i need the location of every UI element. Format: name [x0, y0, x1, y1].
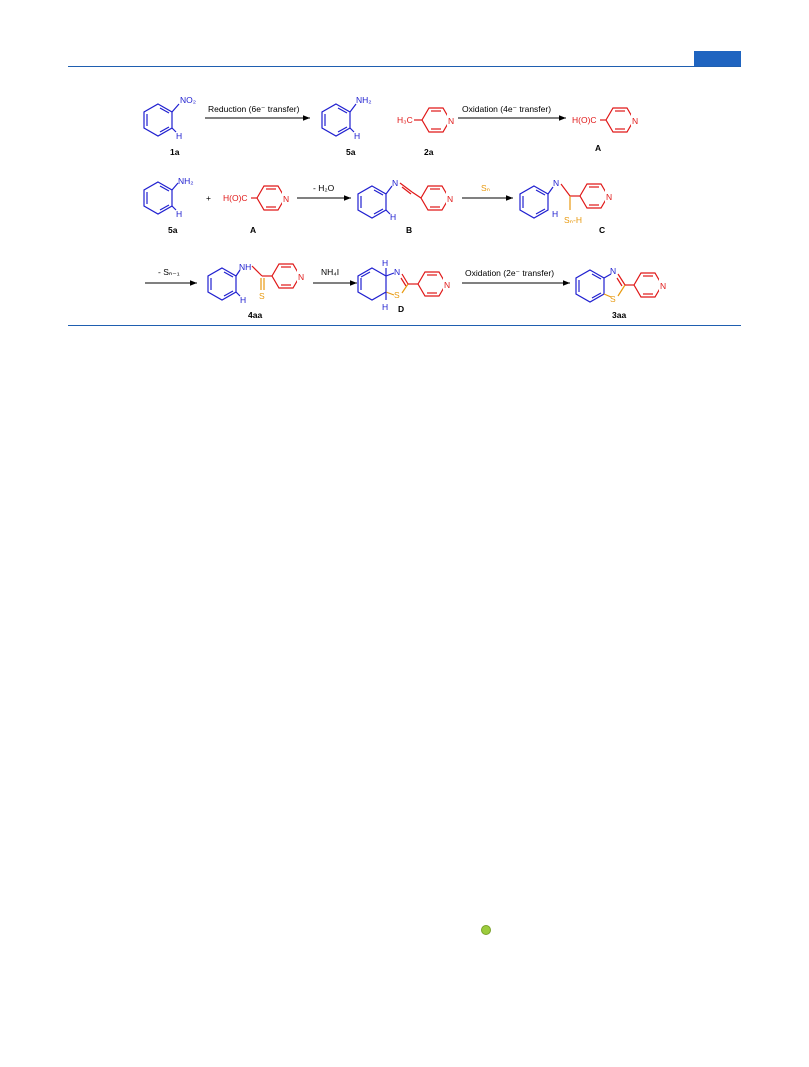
reaction-mechanism-scheme: NO₂ H 1a Reduction (6e⁻ transfer) NH₂ H …	[143, 95, 669, 320]
compound-4aa-structure: NH H S N	[207, 262, 307, 305]
dehydration-label: - H₂O	[313, 183, 335, 193]
compound-2a-structure: H₃C N	[397, 107, 457, 133]
nitro-group-label: NO₂	[180, 95, 196, 105]
pyridine-n-label: N	[298, 272, 304, 282]
amino-group-label: NH₂	[178, 176, 194, 186]
compound-A-structure: H(O)C N	[572, 107, 641, 133]
aldehyde-label: H(O)C	[572, 115, 597, 125]
thiazole-n-label: N	[394, 267, 400, 277]
pyridine-n-label: N	[660, 281, 666, 291]
pyridine-n-label: N	[632, 116, 638, 126]
compound-id-5a-row2: 5a	[168, 225, 178, 235]
hydrogen-label: H	[382, 258, 388, 268]
compound-id-4aa: 4aa	[248, 310, 262, 320]
compound-id-B: B	[406, 225, 412, 235]
top-divider	[68, 66, 741, 67]
pyridine-n-label: N	[447, 194, 453, 204]
polysulfide-label: Sₙ-H	[564, 215, 582, 225]
pyridine-n-label: N	[444, 280, 450, 290]
hydrogen-label: H	[382, 302, 388, 312]
compound-id-C: C	[599, 225, 605, 235]
hydrogen-label: H	[240, 295, 246, 305]
sulfur-label: Sₙ	[481, 183, 491, 193]
pyridine-n-label: N	[448, 116, 454, 126]
sulfur-loss-label: - Sₙ₋₁	[158, 267, 180, 277]
hydrogen-label: H	[354, 131, 360, 141]
amide-nh-label: NH	[239, 262, 251, 272]
pyridine-n-label: N	[283, 194, 289, 204]
thiazole-s-label: S	[394, 290, 400, 300]
oxidation-4e-label: Oxidation (4e⁻ transfer)	[462, 104, 551, 114]
compound-D-structure: H H N S N	[357, 258, 453, 312]
hydrogen-label: H	[552, 209, 558, 219]
thiazole-n-label: N	[610, 266, 616, 276]
ammonium-iodide-label: NH₄I	[321, 267, 339, 277]
hydrogen-label: H	[390, 212, 396, 222]
methyl-label: H₃C	[397, 115, 413, 125]
compound-5a-structure-row2: NH₂ H	[143, 176, 194, 219]
imine-n-label: N	[553, 178, 559, 188]
plus-sign: +	[206, 193, 211, 203]
amino-group-label: NH₂	[356, 95, 372, 105]
compound-B-structure: N N H	[357, 178, 456, 222]
compound-id-3aa: 3aa	[612, 310, 626, 320]
header-color-tab	[694, 51, 741, 67]
compound-id-A: A	[595, 143, 601, 153]
hydrogen-label: H	[176, 131, 182, 141]
oxidation-2e-label: Oxidation (2e⁻ transfer)	[465, 268, 554, 278]
compound-3aa-structure: N S N	[575, 266, 669, 304]
aldehyde-label: H(O)C	[223, 193, 248, 203]
thiazole-s-label: S	[610, 294, 616, 304]
compound-id-A-row2: A	[250, 225, 256, 235]
reduction-label: Reduction (6e⁻ transfer)	[208, 104, 300, 114]
imine-n-label: N	[392, 178, 398, 188]
compound-1a-structure: NO₂ H	[143, 95, 196, 141]
hydrogen-label: H	[176, 209, 182, 219]
compound-id-2a: 2a	[424, 147, 434, 157]
compound-id-5a: 5a	[346, 147, 356, 157]
green-dot-marker	[481, 925, 491, 935]
compound-5a-structure: NH₂ H	[321, 95, 372, 141]
compound-A-structure-row2: H(O)C N	[223, 185, 292, 211]
compound-id-D: D	[398, 304, 404, 314]
compound-C-structure: N N H Sₙ-H	[519, 178, 615, 225]
thione-s-label: S	[259, 291, 265, 301]
bottom-divider	[68, 325, 741, 326]
compound-id-1a: 1a	[170, 147, 180, 157]
pyridine-n-label: N	[606, 192, 612, 202]
